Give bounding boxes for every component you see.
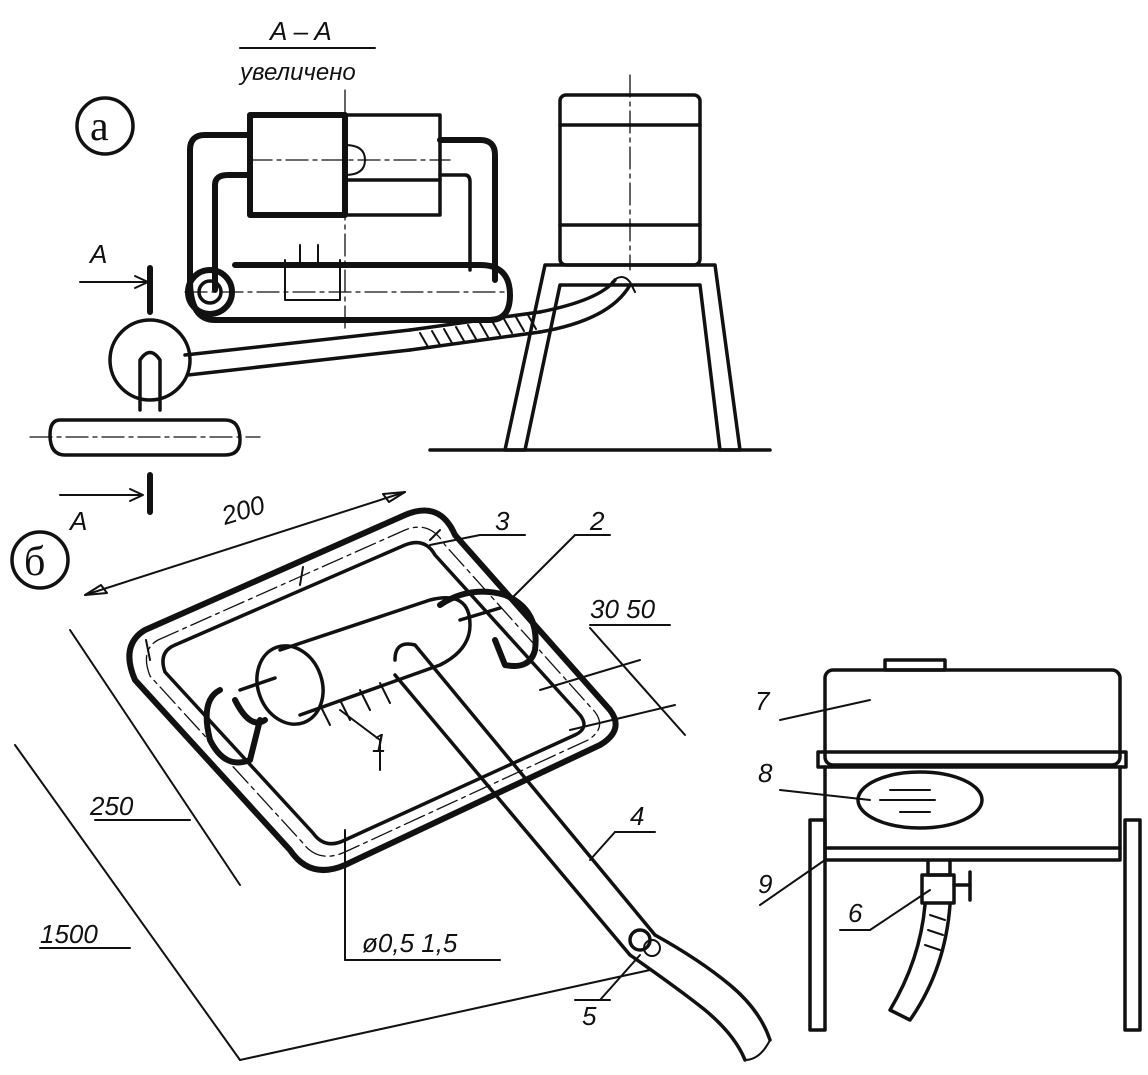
view-a-label: а [90,104,109,150]
callout-4: 4 [630,801,644,831]
callout-5: 5 [582,1001,597,1031]
callout-9: 9 [758,869,772,899]
dim-200-line [84,491,406,596]
dim-1500-line [14,744,241,1061]
view-a: A – A увеличено а [29,16,772,536]
callout-1: 1 [372,728,386,758]
section-mark-top: A [88,239,107,269]
tank-detail: 7 8 9 6 [755,658,1142,1032]
dim-gap-line [589,627,686,736]
callout-2: 2 [589,506,605,536]
dim-gap: 30 50 [590,594,656,624]
burner-assembly [29,278,632,457]
dim-200: 200 [217,489,269,531]
tank-on-stand [428,74,772,452]
view-b: б 200 250 1500 [10,489,772,1062]
section-title: A – A [268,16,332,46]
u-pipe [203,588,539,766]
dim-250: 250 [89,791,134,821]
view-a-circle [75,96,135,156]
callout-8: 8 [758,758,773,788]
view-b-label: б [24,539,45,585]
callout-6: 6 [848,898,863,928]
dim-hole: ø0,5 1,5 [362,928,458,958]
dim-1500: 1500 [40,919,98,949]
callout-7: 7 [755,686,771,716]
dim-250-line [69,629,241,886]
burner-frame [126,507,619,873]
section-mark-bottom: A [68,506,87,536]
section-note: увеличено [238,59,356,86]
view-b-circle [10,530,70,590]
heater-cylinder [232,596,472,726]
feed-tube [393,642,772,1062]
callout-3: 3 [495,506,510,536]
section-detail [184,89,513,331]
